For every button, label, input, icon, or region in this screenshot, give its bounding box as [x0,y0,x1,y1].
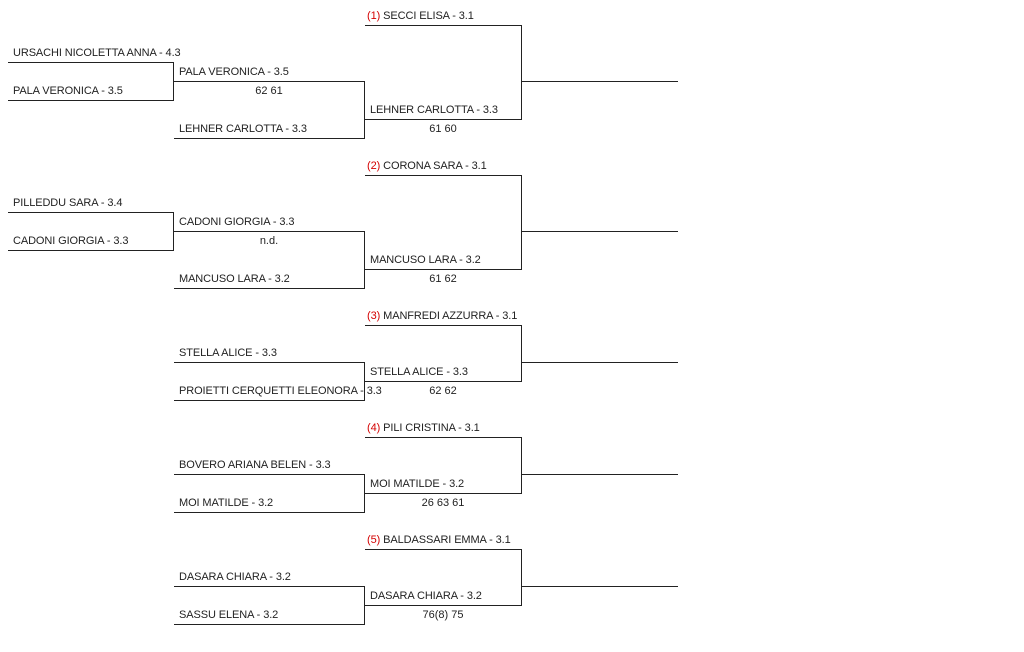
r2-player-top: STELLA ALICE - 3.3 [179,347,277,359]
bracket-line [8,212,174,213]
bracket-line [522,81,678,82]
bracket-line [364,362,365,401]
bracket-line [8,250,174,251]
seeded-player: (3)MANFREDI AZZURRA - 3.1 [367,310,517,322]
r2-player-top: PALA VERONICA - 3.5 [179,66,289,78]
bracket-line [174,512,365,513]
r2-player-bottom: MOI MATILDE - 3.2 [179,497,274,509]
r3-winner: STELLA ALICE - 3.3 [370,366,468,378]
bracket-line [174,474,365,475]
seeded-player: (5)BALDASSARI EMMA - 3.1 [367,534,511,546]
match-score: 61 62 [429,273,457,285]
bracket-line [174,81,365,82]
r1-player-bottom: PALA VERONICA - 3.5 [13,85,123,97]
match-score: 26 63 61 [421,497,465,509]
seeded-player: (4)PILI CRISTINA - 3.1 [367,422,480,434]
bracket-line [522,586,678,587]
seed-number: (4) [367,422,381,434]
bracket-line [365,269,522,270]
seeded-player-name: PILI CRISTINA - 3.1 [383,422,480,434]
bracket-line [522,362,678,363]
r1-player-bottom: CADONI GIORGIA - 3.3 [13,235,129,247]
r1-player-top: PILLEDDU SARA - 3.4 [13,197,123,209]
r3-winner: MANCUSO LARA - 3.2 [370,254,481,266]
match-score: 62 61 [255,85,283,97]
bracket-line [8,100,174,101]
seeded-player: (1)SECCI ELISA - 3.1 [367,10,474,22]
bracket-line [174,288,365,289]
bracket-line [364,231,365,289]
bracket-line [365,381,522,382]
bracket-line [364,586,365,625]
bracket-line [365,175,522,176]
seed-number: (1) [367,10,381,22]
bracket-line [365,325,522,326]
bracket-line [174,362,365,363]
bracket-line [521,175,522,270]
match-score: 61 60 [429,123,457,135]
r2-player-bottom: MANCUSO LARA - 3.2 [179,273,290,285]
r2-player-bottom: LEHNER CARLOTTA - 3.3 [179,123,307,135]
bracket-line [365,605,522,606]
bracket-line [174,586,365,587]
bracket-line [365,119,522,120]
seed-number: (2) [367,160,381,172]
seeded-player-name: BALDASSARI EMMA - 3.1 [383,534,511,546]
bracket-line [521,25,522,120]
r2-player-top: DASARA CHIARA - 3.2 [179,571,291,583]
r2-player-bottom: SASSU ELENA - 3.2 [179,609,279,621]
seed-number: (5) [367,534,381,546]
bracket-line [173,212,174,251]
bracket-line [364,81,365,139]
r3-winner: DASARA CHIARA - 3.2 [370,590,482,602]
bracket-line [521,549,522,606]
bracket-line [522,231,678,232]
bracket-line [174,138,365,139]
bracket-line [365,25,522,26]
bracket-line [365,437,522,438]
bracket-line [364,474,365,513]
bracket-line [522,474,678,475]
seeded-player-name: CORONA SARA - 3.1 [383,160,487,172]
bracket-line [174,231,365,232]
seeded-player: (2)CORONA SARA - 3.1 [367,160,487,172]
r2-player-top: BOVERO ARIANA BELEN - 3.3 [179,459,331,471]
match-score: 76(8) 75 [422,609,464,621]
bracket-line [365,493,522,494]
r3-winner: LEHNER CARLOTTA - 3.3 [370,104,498,116]
r2-player-top: CADONI GIORGIA - 3.3 [179,216,295,228]
seeded-player-name: MANFREDI AZZURRA - 3.1 [383,310,518,322]
bracket-line [174,400,365,401]
bracket-line [521,325,522,382]
bracket-line [8,62,174,63]
seeded-player-name: SECCI ELISA - 3.1 [383,10,474,22]
bracket-line [173,62,174,101]
r3-winner: MOI MATILDE - 3.2 [370,478,465,490]
match-score: n.d. [259,235,279,247]
r1-player-top: URSACHI NICOLETTA ANNA - 4.3 [13,47,181,59]
bracket-line [174,624,365,625]
bracket-line [521,437,522,494]
r2-player-bottom: PROIETTI CERQUETTI ELEONORA - 3.3 [179,385,382,397]
match-score: 62 62 [429,385,457,397]
seed-number: (3) [367,310,381,322]
bracket-line [365,549,522,550]
